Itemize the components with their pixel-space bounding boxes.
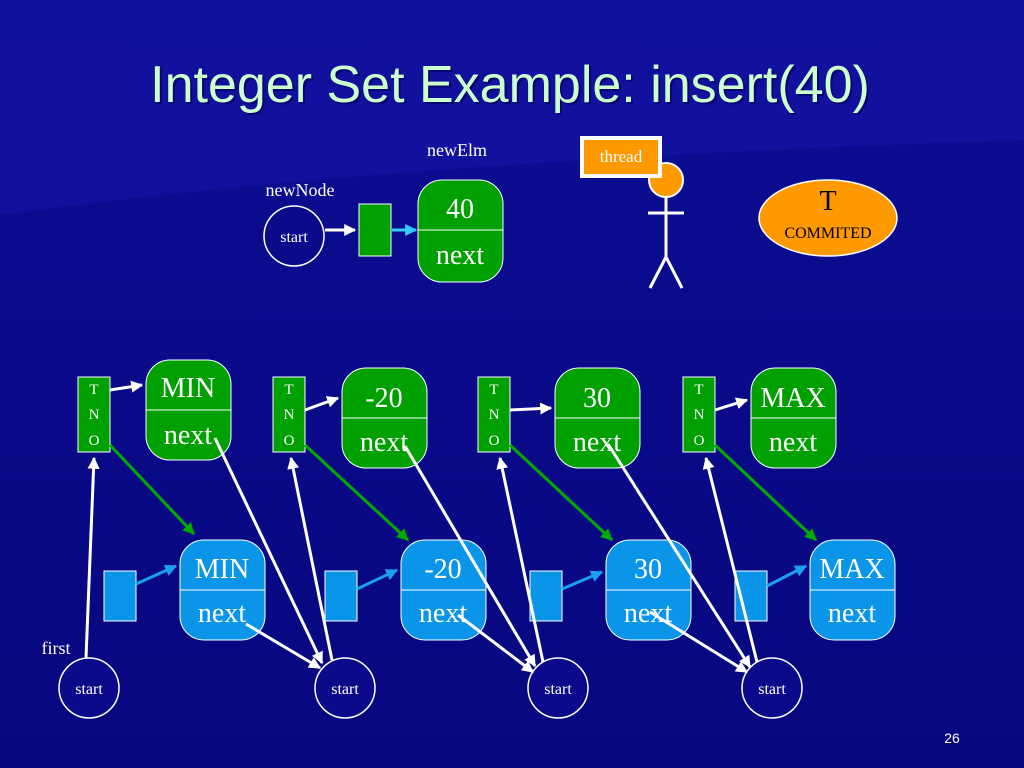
tno-o: O: [489, 433, 500, 449]
arrow-tno3-to-top3: [509, 402, 553, 415]
top-node-1: MIN next: [145, 359, 232, 461]
arrow-tno1-to-top1: [109, 380, 144, 393]
start-circle-2: start: [314, 657, 376, 719]
transaction-status: COMMITED: [784, 225, 871, 242]
arrow-box2-to-bottom2: [356, 568, 399, 591]
top-node-value: MIN: [161, 373, 215, 404]
arrow-bottom1-next-to-start2: [245, 622, 322, 670]
start-circle-3: start: [527, 657, 589, 719]
tno-n: N: [489, 407, 500, 423]
arrow-start3-to-tno3: [496, 456, 545, 663]
new-elm-label: newElm: [427, 140, 487, 160]
arrow-bottom2-next-to-start3: [457, 613, 534, 674]
thread-label-box: [584, 140, 658, 174]
page-number: 26: [944, 730, 960, 746]
arrow-bottom3-next-to-start4: [649, 610, 749, 674]
arrow-tno2-to-bottom2: [303, 443, 410, 542]
start-label: start: [75, 681, 103, 698]
tno-box-2: T N O: [272, 376, 306, 453]
background-band: [0, 0, 1024, 215]
arrow-start1-to-tno1: [84, 456, 100, 659]
new-node-label: newNode: [266, 180, 335, 200]
bottom-node-2: -20 next: [400, 539, 487, 641]
thread-label: thread: [600, 147, 643, 166]
bottom-node-value: 30: [634, 554, 662, 585]
thread-figure: [648, 162, 684, 289]
new-elm-next: next: [436, 240, 484, 271]
bottom-box-2: [324, 570, 358, 622]
top-node-4: MAX next: [750, 367, 837, 469]
new-node-start-circle: [263, 205, 325, 267]
tno-n: N: [284, 407, 295, 423]
top-node-2: -20 next: [341, 367, 428, 469]
top-node-value: -20: [365, 383, 402, 414]
bottom-node-1: MIN next: [179, 539, 266, 641]
bottom-node-value: -20: [424, 554, 461, 585]
start-circle-4: start: [741, 657, 803, 719]
bottom-node-value: MIN: [195, 554, 249, 585]
arrow-tno2-to-top2: [304, 396, 340, 412]
tno-t: T: [489, 382, 498, 398]
bottom-box-3: [529, 570, 563, 622]
start-label: start: [544, 681, 572, 698]
tno-n: N: [89, 407, 100, 423]
bottom-node-value: MAX: [819, 554, 884, 585]
arrow-tno4-to-top4: [714, 397, 749, 412]
new-node-box: [358, 203, 392, 257]
top-node-next: next: [360, 427, 408, 458]
arrow-top2-next-to-start3: [403, 445, 537, 668]
bottom-node-4: MAX next: [809, 539, 896, 641]
bottom-node-next: next: [828, 598, 876, 629]
arrow-start2-to-tno2: [287, 456, 334, 661]
start-label: start: [758, 681, 786, 698]
tno-o: O: [694, 433, 705, 449]
tno-n: N: [694, 407, 705, 423]
tno-t: T: [284, 382, 293, 398]
bottom-node-next: next: [624, 598, 672, 629]
tno-o: O: [284, 433, 295, 449]
tno-t: T: [694, 382, 703, 398]
new-elm-node: [417, 179, 504, 283]
bottom-box-1: [103, 570, 137, 622]
tno-box-4: T N O: [682, 376, 716, 453]
tno-t: T: [89, 382, 98, 398]
arrow-tno4-to-bottom4: [713, 443, 818, 542]
top-node-next: next: [164, 420, 212, 451]
tno-box-1: T N O: [77, 376, 111, 453]
bottom-node-3: 30 next: [605, 539, 692, 641]
arrow-box4-to-bottom4: [766, 564, 808, 588]
new-elm-value: 40: [446, 194, 474, 225]
slide-title: Integer Set Example: insert(40): [150, 56, 870, 114]
transaction-oval: [758, 179, 898, 257]
bottom-node-next: next: [198, 598, 246, 629]
arrow-box3-to-bottom3: [561, 570, 604, 591]
arrow-box1-to-bottom1: [135, 564, 178, 586]
arrow-top3-next-to-start4: [606, 443, 752, 669]
arrow-top1-next-to-start2: [213, 437, 324, 665]
top-node-next: next: [769, 427, 817, 458]
arrow-tno3-to-bottom3: [508, 443, 614, 542]
slide-title-shadow: Integer Set Example: insert(40): [152, 58, 872, 116]
top-node-value: 30: [583, 383, 611, 414]
start-label: start: [331, 681, 359, 698]
start-circle-1: start: [58, 657, 120, 719]
top-node-3: 30 next: [554, 367, 641, 469]
arrow-start4-to-tno4: [702, 456, 759, 663]
tno-box-3: T N O: [477, 376, 511, 453]
bottom-node-next: next: [419, 598, 467, 629]
new-node-start-label: start: [280, 229, 308, 246]
transaction-label: T: [819, 186, 836, 217]
arrow-tno1-to-bottom1: [108, 443, 196, 536]
tno-o: O: [89, 433, 100, 449]
first-label: first: [42, 638, 71, 658]
top-node-value: MAX: [760, 383, 825, 414]
